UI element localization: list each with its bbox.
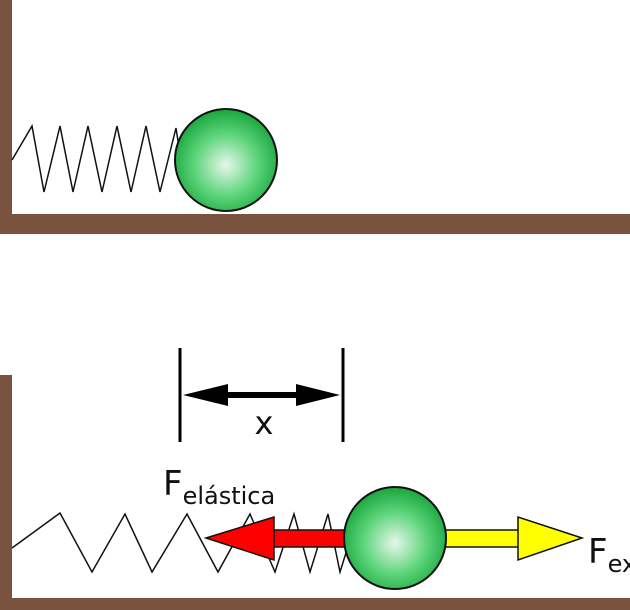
top-panel (0, 0, 630, 234)
arrow-left-icon (183, 384, 228, 406)
external-force-subscript: ex (608, 550, 630, 578)
arrow-left-icon (203, 515, 275, 562)
elastic-force-subscript: elástica (183, 482, 276, 510)
elastic-force-label: Felástica (163, 464, 275, 510)
bottom-floor (0, 598, 630, 610)
bottom-panel: x Felástica Fex (0, 348, 630, 610)
displacement-dimension: x (178, 348, 345, 442)
displacement-label: x (255, 404, 274, 442)
ball-icon (343, 486, 447, 590)
external-force-symbol: F (588, 532, 608, 572)
arrow-right-icon (517, 515, 585, 562)
elastic-force-symbol: F (163, 464, 183, 504)
top-wall (0, 0, 12, 234)
arrow-right-icon (296, 384, 340, 406)
spring-icon (11, 123, 185, 193)
external-force-label: Fex (588, 532, 630, 578)
ball-icon (174, 108, 278, 212)
top-floor (0, 214, 630, 234)
bottom-wall (0, 375, 12, 610)
